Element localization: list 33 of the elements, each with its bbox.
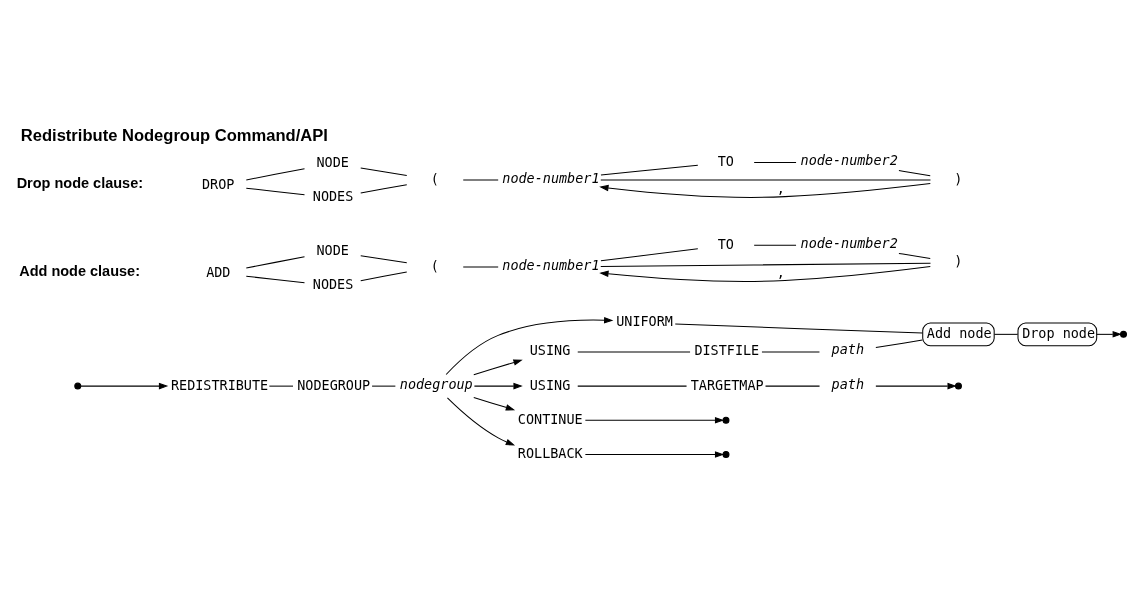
node-text: USING [529,343,571,359]
diagram-title: Redistribute Nodegroup Command/API [20,125,328,145]
node-text: TARGETMAP [690,377,764,393]
node-text: UNIFORM [616,314,673,330]
node-text: node-number2 [800,235,898,251]
node-text: ) [954,254,963,270]
node-text: path [831,376,865,392]
label: Add node clause: [19,263,140,280]
node-text: NODES [312,277,354,293]
node-text: CONTINUE [517,411,583,427]
node-text: NODE [316,155,349,171]
node-text: USING [529,377,571,393]
node-text: DISTFILE [694,343,760,359]
node-text: REDISTRIBUTE [170,377,269,393]
node-text: ADD [206,264,231,280]
edge-label: , [776,264,785,280]
node-text: NODE [316,243,349,259]
node-text: ( [430,171,439,187]
node-text: ( [430,258,439,274]
node-text: node-number1 [502,170,600,186]
node-text: node-number2 [800,152,898,168]
node-text: DROP [202,176,235,192]
label: Drop node clause: [16,175,144,192]
node-text: path [831,342,865,358]
edge-label: , [776,180,785,196]
node-text: ) [954,171,963,187]
node-text: TO [717,153,734,169]
node-text: nodegroup [399,376,473,392]
node-text: TO [717,236,734,252]
node-text: NODEGROUP [297,377,371,393]
node-text: NODES [312,189,354,205]
node-text: ROLLBACK [517,445,583,461]
node-text: node-number1 [502,257,600,273]
